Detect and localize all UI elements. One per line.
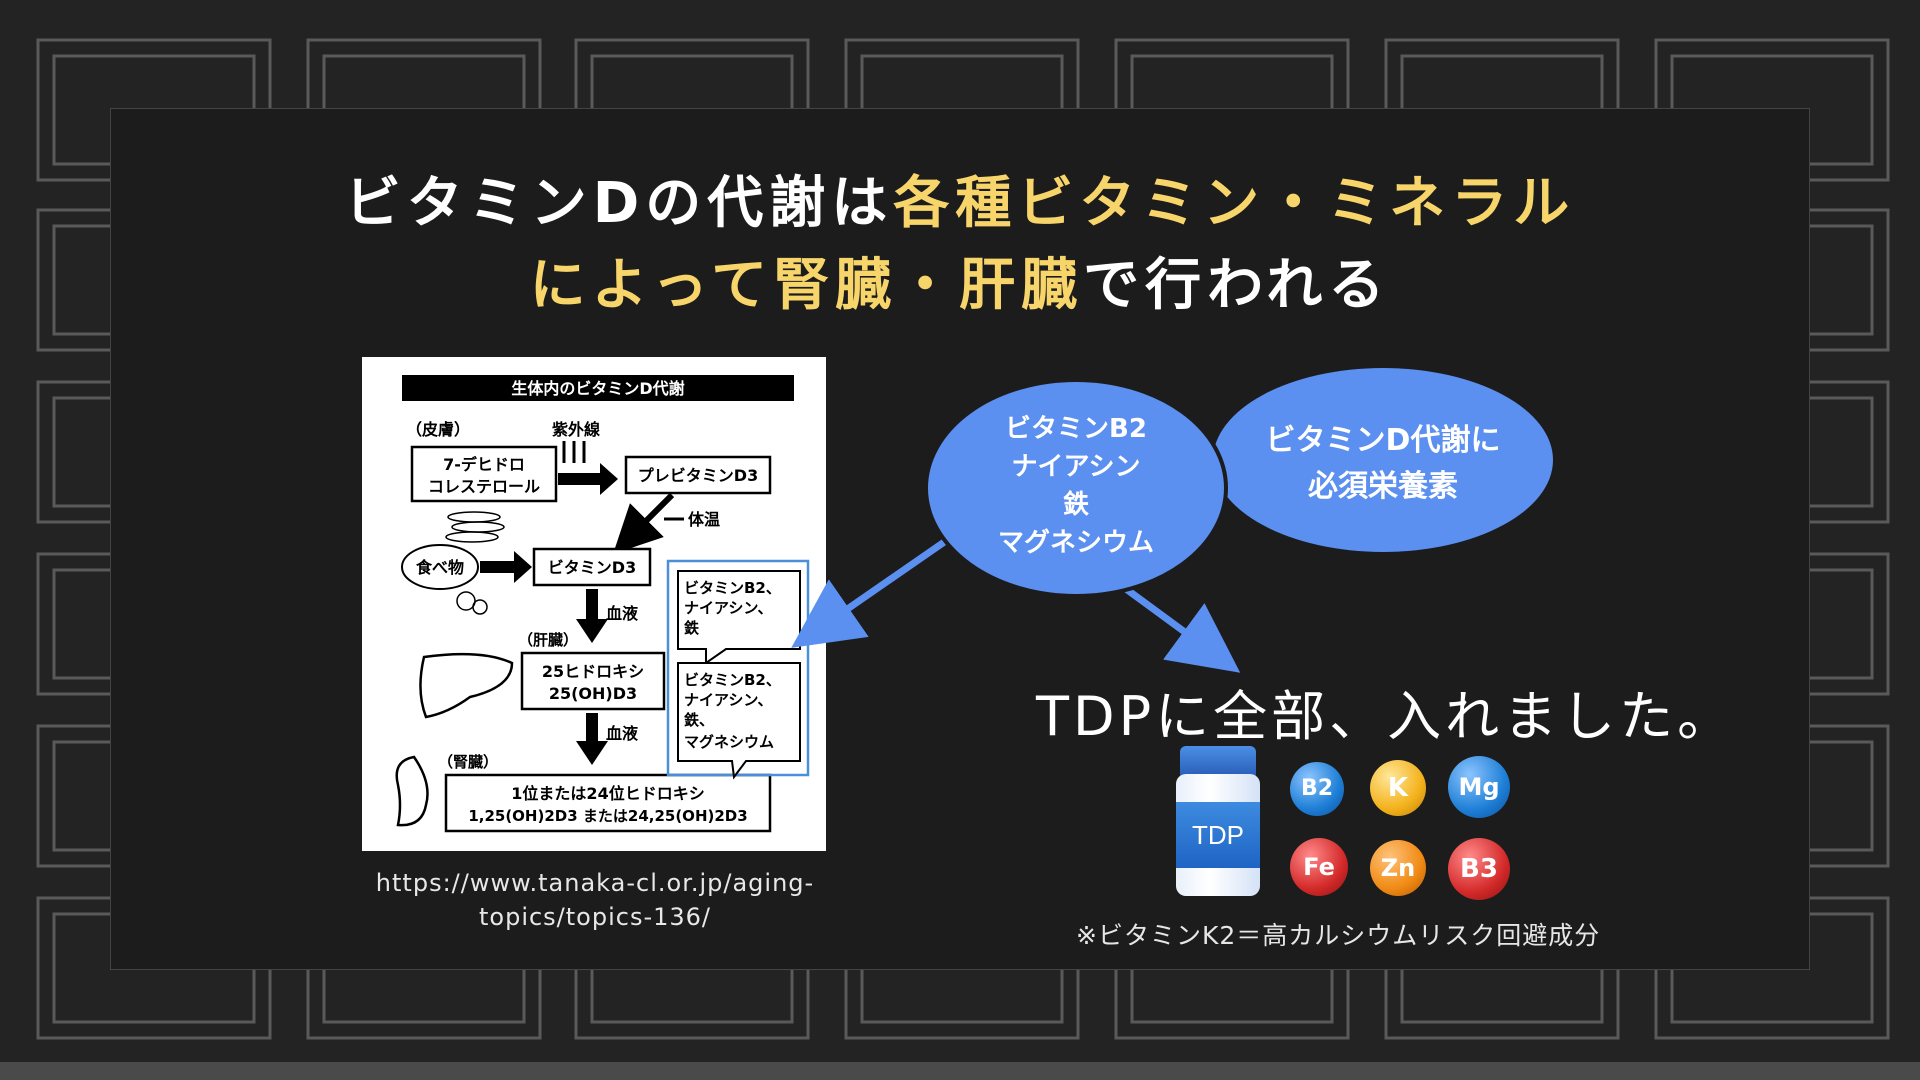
kidney-icon — [395, 755, 429, 827]
arrow-d3-to-liver-icon — [576, 589, 608, 643]
arrow-to-diagram-icon — [791, 535, 952, 648]
essential-line1: ビタミンD代謝に — [1265, 423, 1501, 458]
tdp-bottle-icon: TDP — [1176, 746, 1260, 896]
box-final — [444, 773, 772, 833]
box-25oh — [520, 651, 666, 711]
callout1-line1: ビタミンB2、 — [684, 579, 781, 597]
blood2-label: 血液 — [606, 724, 639, 743]
page-title-line2: によって腎臓・肝臓で行われる — [0, 240, 1920, 321]
arrow-body-temp-icon — [613, 492, 675, 554]
nutrient-b2: ビタミンB2 — [1005, 414, 1147, 444]
arrow-liver-to-kidney-icon — [576, 713, 608, 765]
callout2-line2: ナイアシン、 — [684, 691, 773, 709]
b2-icon: B2 — [1290, 762, 1344, 816]
title-line2-highlight: によって腎臓・肝臓 — [529, 253, 1084, 318]
kidney-label: （腎臓） — [438, 753, 498, 771]
box-7-dehydro-line2: コレステロール — [428, 477, 540, 496]
essential-bubble-text: ビタミンD代謝に 必須栄養素 — [1233, 418, 1533, 510]
box-final-line2: 1,25(OH)2D3 または24,25(OH)2D3 — [468, 807, 747, 825]
tdp-statement: TDPに全部、入れました。 — [1036, 685, 1736, 748]
liver-label: （肝臓） — [518, 631, 578, 649]
box-vitamin-d3-label: ビタミンD3 — [548, 558, 636, 577]
callout2-line1: ビタミンB2、 — [684, 671, 781, 689]
uv-arrows-icon — [562, 441, 586, 463]
source-url: https://www.tanaka-cl.or.jp/aging- topic… — [330, 866, 860, 934]
callout2-line3: 鉄、 — [684, 711, 714, 729]
blood1-label: 血液 — [606, 604, 639, 623]
box-previtamin — [624, 455, 772, 495]
callout1-line2: ナイアシン、 — [684, 599, 773, 617]
uv-label: 紫外線 — [552, 420, 600, 439]
box-7-dehydro — [410, 445, 558, 503]
callout2-line4: マグネシウム — [684, 733, 774, 751]
callout-frame — [666, 559, 810, 777]
title-line2-white: で行われる — [1083, 253, 1391, 318]
arrow-skin-to-previtamin-icon — [558, 463, 618, 495]
diagram-header: 生体内のビタミンD代謝 — [511, 379, 684, 398]
body-temp-label: 体温 — [688, 510, 720, 529]
title-line1-highlight: 各種ビタミン・ミネラル — [893, 171, 1576, 236]
fe-icon: Fe — [1290, 838, 1348, 896]
fish-icon — [445, 511, 505, 543]
page-title-line1: ビタミンDの代謝は各種ビタミン・ミネラル — [0, 158, 1920, 239]
mg-icon: Mg — [1448, 756, 1510, 818]
food-bubble — [401, 544, 479, 590]
box-vitamin-d3 — [532, 547, 652, 587]
box-previtamin-label: プレビタミンD3 — [638, 466, 758, 485]
bottle-label: TDP — [1192, 820, 1244, 850]
k-icon: K — [1370, 760, 1426, 816]
box-25oh-line2: 25(OH)D3 — [549, 684, 637, 703]
mushroom-icon — [456, 591, 488, 615]
callout1-line3: 鉄 — [684, 619, 699, 637]
source-url-line2: topics/topics-136/ — [478, 903, 712, 931]
vitamin-d-metabolism-diagram: 生体内のビタミンD代謝 （皮膚） 紫外線 7-デヒドロ コレステロール プレビタ… — [362, 357, 826, 851]
nutrient-magnesium: マグネシウム — [997, 528, 1154, 558]
b3-icon: B3 — [1448, 838, 1510, 900]
footnote: ※ビタミンK2＝高カルシウムリスク回避成分 — [1076, 921, 1601, 950]
diagram-header-bar — [402, 375, 794, 401]
essential-bubble — [1213, 368, 1553, 552]
nutrient-niacin: ナイアシン — [1011, 452, 1141, 482]
title-line1-white: ビタミンDの代謝は — [344, 171, 894, 236]
liver-icon — [419, 652, 514, 719]
nutrient-iron: 鉄 — [1062, 490, 1089, 520]
essential-line2: 必須栄養素 — [1308, 469, 1458, 504]
callout2-bubble — [677, 662, 801, 780]
zn-icon: Zn — [1370, 840, 1426, 896]
source-url-line1: https://www.tanaka-cl.or.jp/aging- — [375, 869, 815, 897]
box-7-dehydro-line1: 7-デヒドロ — [443, 455, 525, 474]
box-25oh-line1: 25ヒドロキシ — [542, 662, 644, 681]
arrow-food-to-d3-icon — [480, 551, 532, 583]
box-final-line1: 1位または24位ヒドロキシ — [511, 784, 704, 803]
nutrients-bubble — [924, 378, 1228, 598]
skin-label: （皮膚） — [406, 420, 470, 439]
nutrients-bubble-text: ビタミンB2 ナイアシン 鉄 マグネシウム — [956, 410, 1196, 562]
food-label: 食べ物 — [415, 558, 464, 577]
arrow-to-tdp-icon — [1119, 583, 1241, 673]
